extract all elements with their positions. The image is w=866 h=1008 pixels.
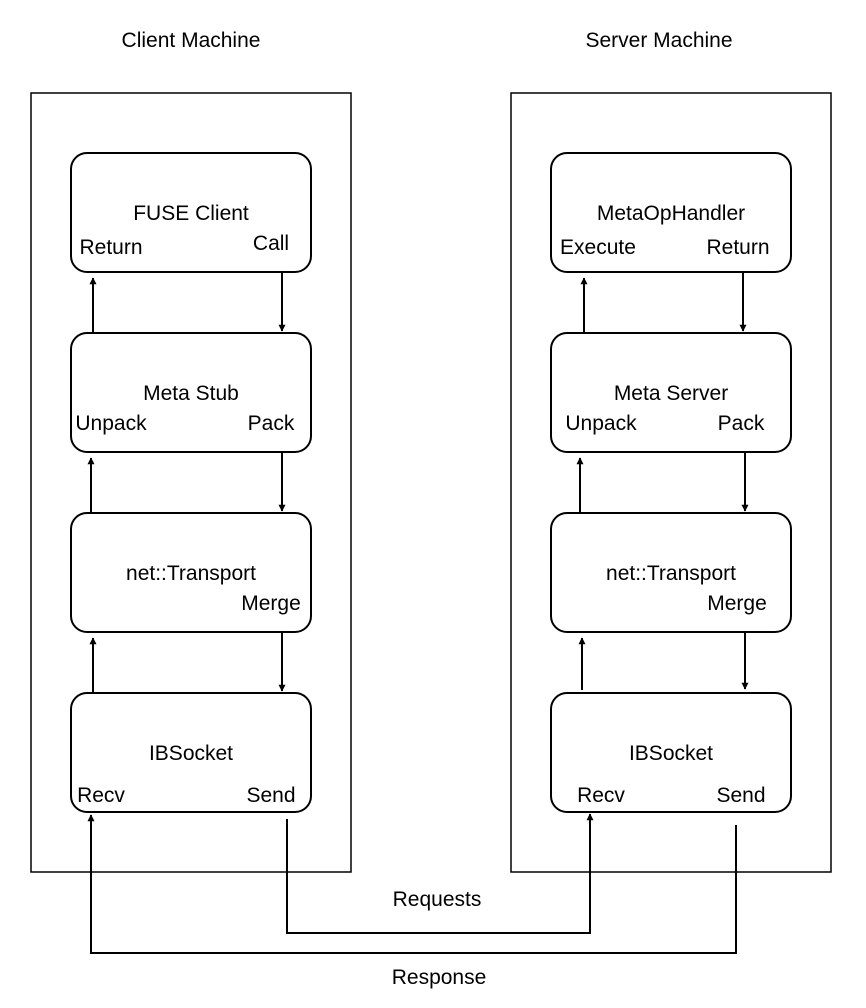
requests-connector (286, 813, 594, 934)
server-machine-title: Server Machine (585, 29, 732, 52)
client-ibsocket-send-label: Send (246, 784, 295, 807)
response-connector (87, 814, 737, 954)
meta-stub-name: Meta Stub (143, 382, 239, 405)
client-machine-title: Client Machine (122, 29, 261, 52)
client-transport-box[interactable]: net::Transport Merge (70, 512, 312, 633)
server-machine-frame (510, 92, 832, 873)
fuse-client-return-label: Return (79, 236, 142, 259)
server-transport-box[interactable]: net::Transport Merge (550, 512, 792, 633)
fuse-client-name: FUSE Client (133, 202, 249, 225)
handler-execute-label: Execute (560, 236, 636, 259)
client-machine-frame (30, 92, 352, 873)
handler-return-label: Return (706, 236, 769, 259)
client-ibsocket-recv-label: Recv (77, 784, 125, 807)
meta-op-handler-name: MetaOpHandler (597, 202, 745, 225)
server-ibsocket-box[interactable]: IBSocket Recv Send (550, 692, 792, 813)
meta-op-handler-box[interactable]: MetaOpHandler Execute Return (550, 152, 792, 273)
server-ibsocket-name: IBSocket (629, 742, 713, 765)
meta-server-box[interactable]: Meta Server Unpack Pack (550, 332, 792, 453)
client-ibsocket-name: IBSocket (149, 742, 233, 765)
meta-stub-pack-label: Pack (248, 412, 295, 435)
server-transport-name: net::Transport (606, 562, 736, 585)
meta-server-unpack-label: Unpack (565, 412, 637, 435)
server-ibsocket-recv-label: Recv (577, 784, 625, 807)
client-transport-name: net::Transport (126, 562, 256, 585)
response-label: Response (392, 966, 487, 989)
server-ibsocket-send-label: Send (716, 784, 765, 807)
fuse-client-box[interactable]: FUSE Client Return Call (70, 152, 312, 273)
requests-label: Requests (393, 888, 482, 911)
fuse-client-call-label: Call (253, 232, 289, 255)
meta-stub-unpack-label: Unpack (75, 412, 147, 435)
meta-server-pack-label: Pack (718, 412, 765, 435)
client-ibsocket-box[interactable]: IBSocket Recv Send (70, 692, 312, 813)
client-transport-merge-label: Merge (241, 592, 301, 615)
meta-server-name: Meta Server (614, 382, 728, 405)
server-transport-merge-label: Merge (707, 592, 767, 615)
meta-stub-box[interactable]: Meta Stub Unpack Pack (70, 332, 312, 453)
